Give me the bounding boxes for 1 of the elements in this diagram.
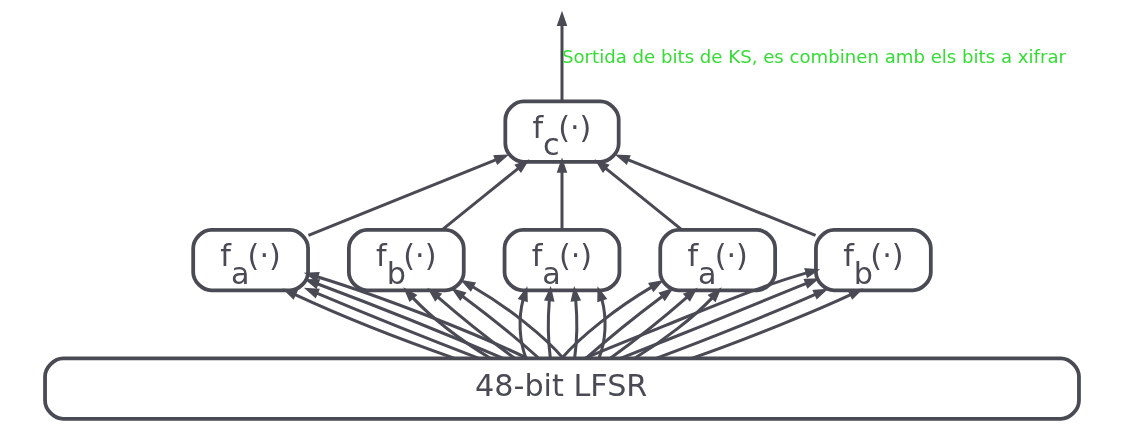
edge-label: Sortida de bits de KS, es combinen amb els bits a xifrar [561,46,1066,68]
